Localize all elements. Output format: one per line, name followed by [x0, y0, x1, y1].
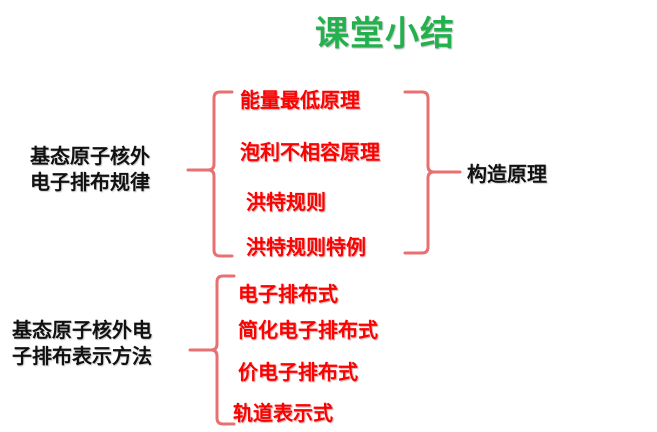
- section1-result-label: 构造原理: [467, 162, 547, 186]
- section1-item-4: 洪特规则特例: [246, 235, 366, 259]
- section2-item-3: 价电子排布式: [238, 360, 358, 384]
- section1-item-2: 泡利不相容原理: [240, 140, 380, 164]
- section1-item-3: 洪特规则: [246, 190, 326, 214]
- left-brace-1: [186, 90, 234, 258]
- section2-label: 基态原子核外电 子排布表示方法: [12, 317, 152, 369]
- section2-label-line-1: 基态原子核外电: [12, 318, 152, 342]
- left-brace-2: [188, 274, 236, 426]
- page-title: 课堂小结: [315, 14, 455, 54]
- section2-item-2: 简化电子排布式: [238, 318, 378, 342]
- right-brace-1: [403, 90, 462, 255]
- section1-label: 基态原子核外 电子排布规律: [30, 143, 150, 195]
- section1-label-line-2: 电子排布规律: [30, 170, 150, 194]
- section2-label-line-2: 子排布表示方法: [12, 344, 152, 368]
- section2-item-4: 轨道表示式: [233, 401, 333, 425]
- section2-item-1: 电子排布式: [238, 282, 338, 306]
- section1-item-1: 能量最低原理: [240, 88, 360, 112]
- section1-label-line-1: 基态原子核外: [30, 144, 150, 168]
